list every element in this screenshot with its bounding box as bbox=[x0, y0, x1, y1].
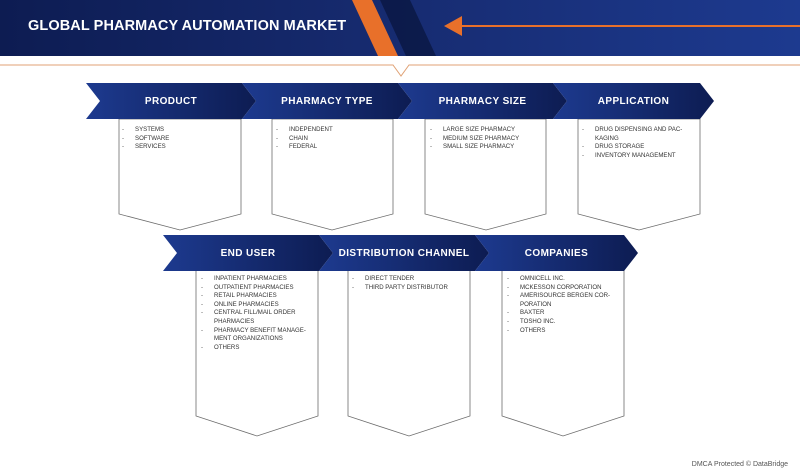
list-item: TOSHO INC. bbox=[507, 318, 619, 327]
list-item: MCKESSON CORPORATION bbox=[507, 284, 619, 293]
list-item: SOFTWARE bbox=[122, 135, 232, 144]
list-item: INDEPENDENT bbox=[276, 126, 386, 135]
list-item: SYSTEMS bbox=[122, 126, 232, 135]
list-item: SERVICES bbox=[122, 143, 232, 152]
page-title: GLOBAL PHARMACY AUTOMATION MARKET bbox=[28, 18, 347, 34]
segment-list-application: DRUG DISPENSING AND PAC-KAGING DRUG STOR… bbox=[582, 126, 692, 160]
segment-list-distribution-channel: DIRECT TENDER THIRD PARTY DISTRIBUTOR bbox=[352, 275, 464, 292]
list-item: OTHERS bbox=[201, 344, 313, 353]
list-item: SMALL SIZE PHARMACY bbox=[430, 143, 542, 152]
segment-title-end-user: END USER bbox=[220, 247, 276, 259]
list-item: RETAIL PHARMACIES bbox=[201, 292, 313, 301]
list-item: OUTPATIENT PHARMACIES bbox=[201, 284, 313, 293]
list-item: PHARMACY BENEFIT MANAGE-MENT ORGANIZATIO… bbox=[201, 327, 313, 344]
list-item: DIRECT TENDER bbox=[352, 275, 464, 284]
list-item: THIRD PARTY DISTRIBUTOR bbox=[352, 284, 464, 293]
list-item: LARGE SIZE PHARMACY bbox=[430, 126, 542, 135]
segment-title-distribution-channel: DISTRIBUTION CHANNEL bbox=[338, 247, 470, 259]
segment-title-companies: COMPANIES bbox=[524, 247, 589, 259]
list-item: ONLINE PHARMACIES bbox=[201, 301, 313, 310]
segment-title-product: PRODUCT bbox=[144, 95, 198, 107]
header-accent-line bbox=[462, 25, 800, 27]
card-outline-distribution-channel bbox=[347, 269, 471, 437]
list-item: DRUG STORAGE bbox=[582, 143, 692, 152]
list-item: OMNICELL INC. bbox=[507, 275, 619, 284]
segment-title-application: APPLICATION bbox=[597, 95, 670, 107]
list-item: AMERISOURCE BERGEN COR-PORATION bbox=[507, 292, 619, 309]
list-item: OTHERS bbox=[507, 327, 619, 336]
arrow-left-icon bbox=[444, 16, 462, 36]
segment-list-pharmacy-size: LARGE SIZE PHARMACY MEDIUM SIZE PHARMACY… bbox=[430, 126, 542, 152]
header-stripes bbox=[352, 0, 436, 56]
segment-list-pharmacy-type: INDEPENDENT CHAIN FEDERAL bbox=[276, 126, 386, 152]
separator-line bbox=[0, 64, 800, 77]
segment-list-companies: OMNICELL INC. MCKESSON CORPORATION AMERI… bbox=[507, 275, 619, 335]
segment-title-pharmacy-type: PHARMACY TYPE bbox=[281, 95, 373, 107]
list-item: CHAIN bbox=[276, 135, 386, 144]
segment-list-product: SYSTEMS SOFTWARE SERVICES bbox=[122, 126, 232, 152]
list-item: FEDERAL bbox=[276, 143, 386, 152]
list-item: INVENTORY MANAGEMENT bbox=[582, 152, 692, 161]
list-item: MEDIUM SIZE PHARMACY bbox=[430, 135, 542, 144]
list-item: BAXTER bbox=[507, 309, 619, 318]
list-item: DRUG DISPENSING AND PAC-KAGING bbox=[582, 126, 692, 143]
list-item: INPATIENT PHARMACIES bbox=[201, 275, 313, 284]
footer-credit: DMCA Protected © DataBridge bbox=[691, 461, 788, 468]
segment-title-pharmacy-size: PHARMACY SIZE bbox=[438, 95, 527, 107]
segment-list-end-user: INPATIENT PHARMACIES OUTPATIENT PHARMACI… bbox=[201, 275, 313, 352]
list-item: CENTRAL FILL/MAIL ORDER PHARMACIES bbox=[201, 309, 313, 326]
header-banner: GLOBAL PHARMACY AUTOMATION MARKET bbox=[0, 0, 800, 56]
